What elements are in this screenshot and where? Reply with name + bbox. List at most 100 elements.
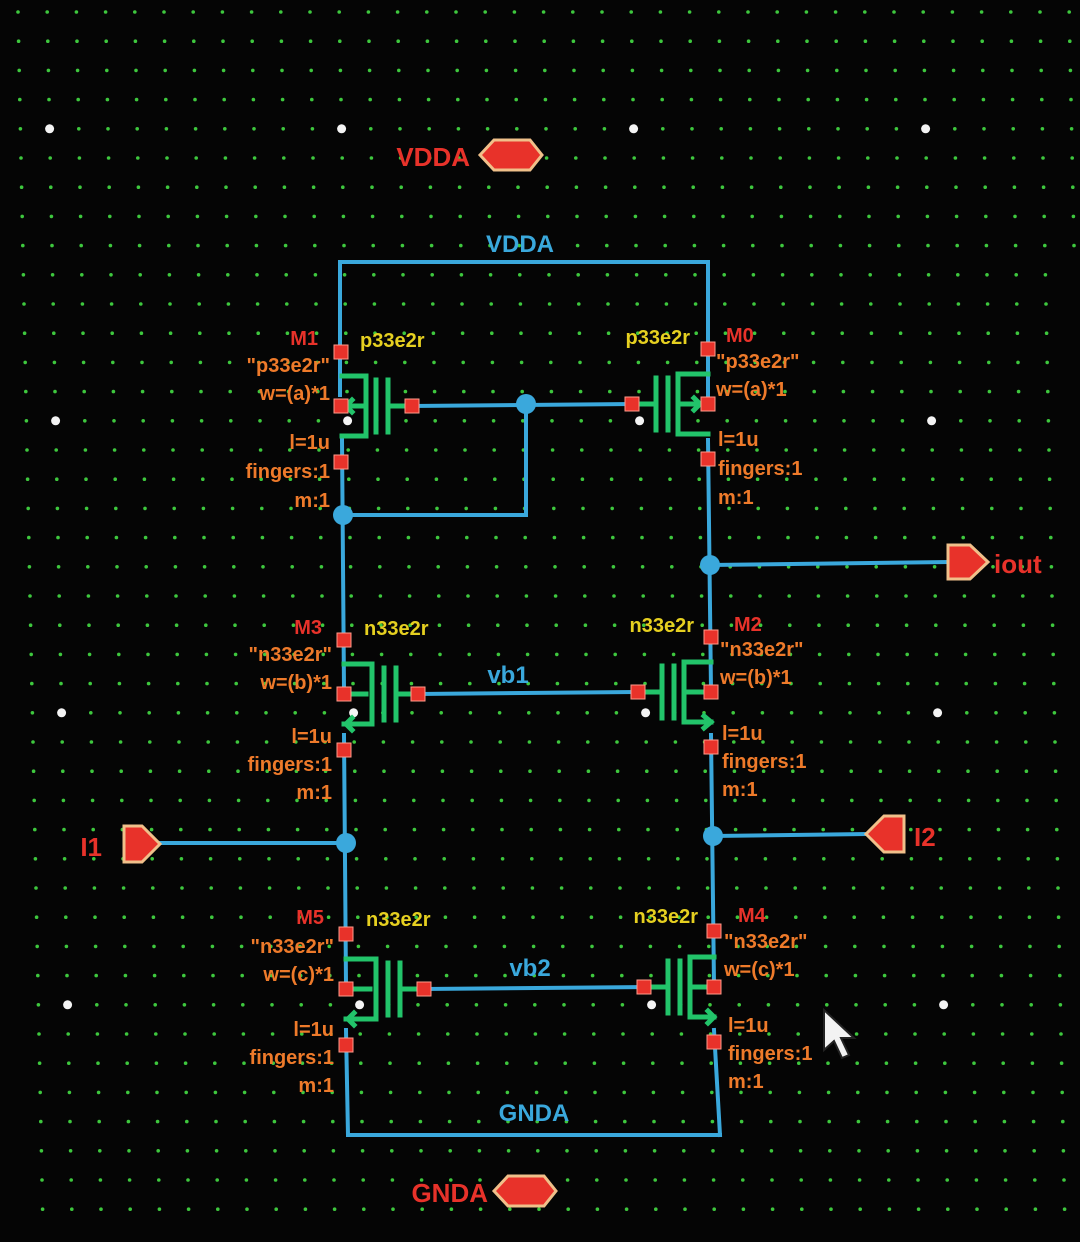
grid-dot: [864, 68, 868, 73]
wire-vb1[interactable]: [415, 689, 641, 697]
transistor-m1[interactable]: [339, 373, 415, 439]
wire-iout[interactable]: [707, 559, 951, 568]
grid-dot: [28, 594, 32, 598]
device-label-m5: M5 n33e2r "n33e2r" w=(c)*1 l=1u fingers:…: [250, 907, 431, 1097]
transistor-m4[interactable]: [641, 954, 718, 1027]
grid-dot: [320, 623, 325, 627]
grid-dot: [809, 243, 813, 248]
pin-gnda[interactable]: GNDA: [411, 1174, 558, 1208]
grid-dot: [887, 1178, 891, 1182]
grid-dot: [968, 857, 972, 861]
grid-dot: [934, 652, 939, 657]
grid-dot: [513, 68, 518, 73]
grid-dot: [442, 857, 447, 861]
grid-dot: [151, 915, 156, 919]
grid-dot: [1030, 1061, 1035, 1065]
pin-iout[interactable]: iout: [946, 543, 1042, 581]
grid-dot: [288, 477, 293, 482]
grid-dot: [996, 827, 1001, 832]
grid-dot: [356, 944, 361, 949]
grid-dot: [624, 1178, 628, 1182]
grid-dot: [501, 886, 506, 890]
grid-dot: [1026, 857, 1030, 861]
transistor-m0[interactable]: [629, 371, 711, 437]
pin-i2[interactable]: I2: [863, 814, 936, 854]
grid-dot: [1057, 944, 1061, 949]
grid-dot: [64, 915, 68, 919]
grid-dot: [583, 594, 587, 598]
wire-right-m2-m4[interactable]: [708, 732, 717, 988]
transistor-m5[interactable]: [343, 956, 427, 1029]
grid-dot: [587, 827, 592, 832]
param-l: l=1u: [722, 723, 763, 745]
grid-dot: [182, 973, 186, 978]
grid-dot: [26, 506, 31, 511]
grid-dot: [428, 156, 432, 160]
pin-i1[interactable]: I1: [80, 824, 163, 864]
grid-dot: [214, 1149, 219, 1153]
grid-dot: [376, 477, 380, 482]
grid-dot: [572, 68, 576, 73]
grid-dot: [829, 1207, 833, 1211]
grid-dot: [272, 1090, 276, 1095]
pin-vdda[interactable]: VDDA: [396, 138, 544, 172]
grid-dot: [197, 302, 201, 306]
param-m: m:1: [728, 1071, 764, 1093]
grid-dot: [853, 973, 858, 978]
grid-dot: [562, 1003, 566, 1007]
grid-dot: [1025, 827, 1030, 832]
transistor-m3[interactable]: [341, 661, 421, 734]
grid-dot: [429, 243, 434, 248]
grid-dot: [754, 389, 758, 394]
grid-dot: [405, 477, 410, 482]
grid-dot: [751, 243, 755, 248]
wire-i2[interactable]: [710, 831, 869, 839]
wire-vb2[interactable]: [421, 984, 647, 992]
grid-dot: [906, 711, 911, 715]
grid-dot: [241, 1032, 246, 1036]
grid-dot: [594, 1149, 598, 1153]
grid-dot: [177, 769, 182, 773]
grid-dot: [142, 477, 147, 482]
grid-dot: [690, 156, 695, 160]
grid-dot: [986, 331, 990, 336]
wire-left-m3-m5[interactable]: [341, 732, 349, 988]
grid-dot: [849, 769, 853, 773]
grid-dot: [620, 973, 624, 978]
grid-dot: [140, 360, 144, 365]
instance-name: M4: [738, 905, 767, 927]
grid-dot: [395, 10, 400, 14]
grid-dot: [1027, 915, 1032, 919]
grid-dot: [179, 827, 183, 832]
grid-dot: [694, 331, 698, 336]
grid-dot: [815, 535, 819, 540]
grid-dot: [925, 185, 929, 189]
wire-diode-connection[interactable]: [341, 402, 528, 517]
grid-dot: [940, 915, 944, 919]
grid-dot: [1041, 185, 1046, 189]
grid-dot: [199, 419, 204, 423]
grid-dot: [133, 39, 138, 43]
wire-vdda-rail[interactable]: [338, 260, 710, 397]
grid-dot: [717, 10, 721, 14]
grid-dot: [1041, 156, 1045, 160]
grid-dot: [549, 389, 554, 394]
grid-dot: [564, 1119, 569, 1124]
grid-dot: [183, 1061, 188, 1065]
grid-dot: [724, 360, 728, 365]
grid-dot: [957, 360, 962, 365]
grid-dot: [580, 448, 584, 452]
grid-dot: [68, 1149, 73, 1153]
grid-dot: [233, 652, 238, 657]
grid-dot: [358, 1032, 363, 1036]
wire-left-m1-m3[interactable]: [339, 437, 347, 693]
grid-dot: [991, 594, 996, 598]
grid-dot: [107, 185, 111, 189]
grid-dot: [446, 1061, 451, 1065]
transistor-m2[interactable]: [635, 659, 715, 732]
grid-dot: [343, 302, 348, 306]
grid-dot: [1024, 769, 1029, 773]
grid-dot: [1049, 535, 1053, 540]
grid-dot: [350, 623, 354, 627]
